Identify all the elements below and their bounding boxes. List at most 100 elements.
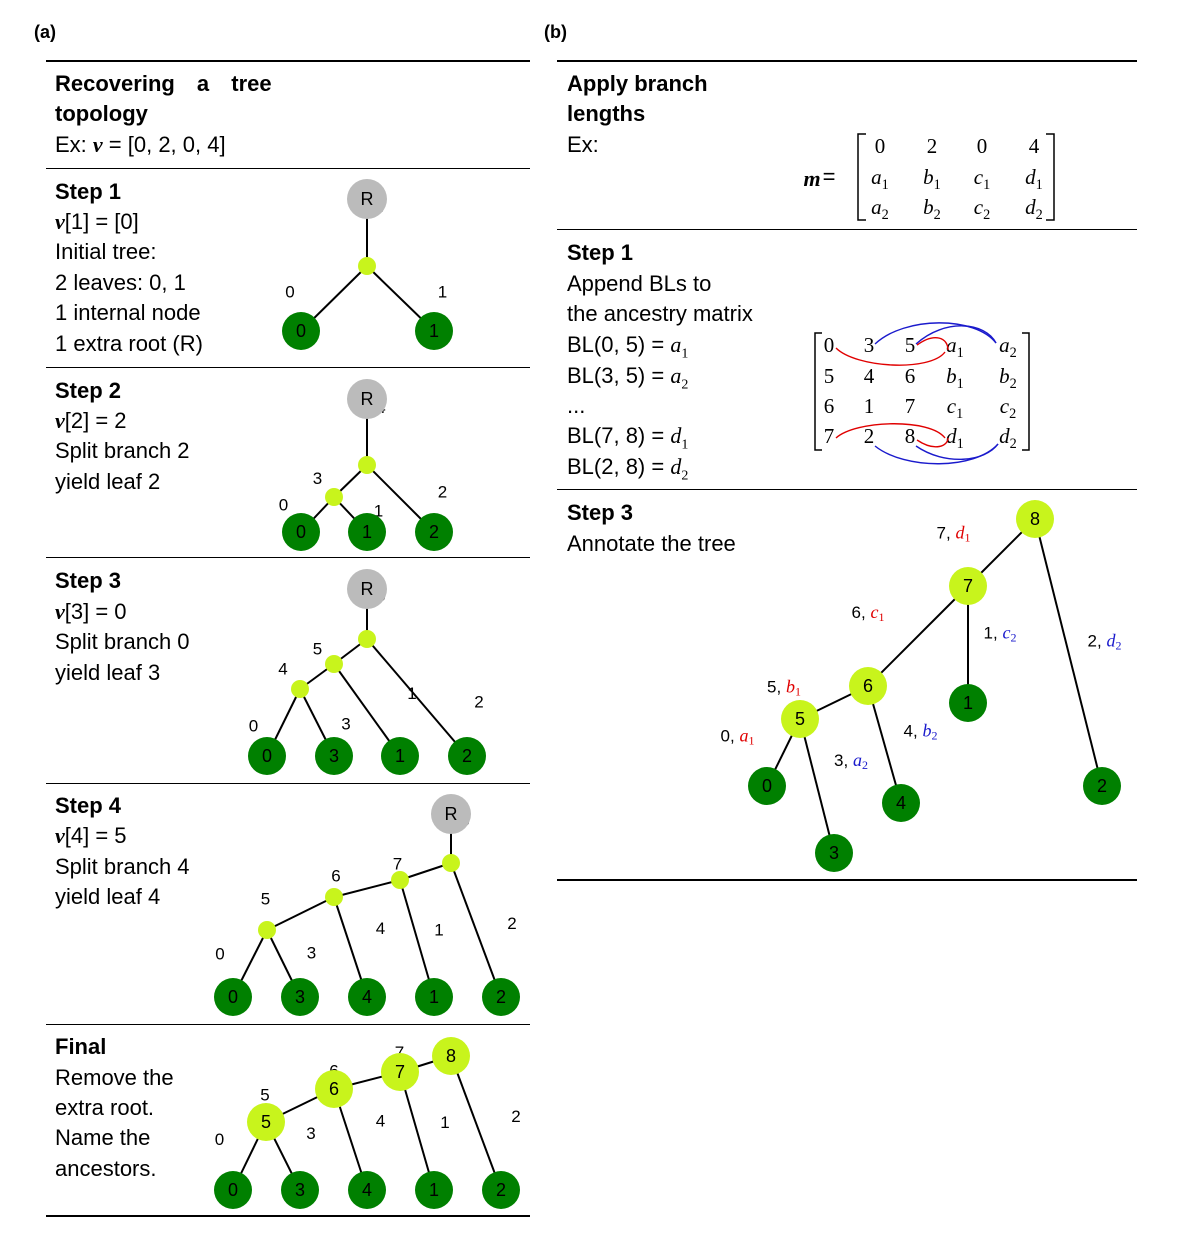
step1-condition: v[1] = [0]	[55, 207, 139, 237]
matrix-m-var: m	[803, 166, 820, 191]
final-line: Name the	[55, 1125, 151, 1150]
matrix-m-entry: c2	[974, 195, 990, 223]
step4-condition: v[4] = 5	[55, 821, 127, 851]
edge-label: 4	[376, 919, 385, 938]
tree-step2: 43201R012	[279, 379, 453, 551]
edge-label: 3, a2	[834, 750, 868, 772]
node-label: 0	[296, 522, 306, 542]
node-label: R	[361, 389, 374, 409]
tree-step4: 872615403R03412	[214, 794, 520, 1016]
internal-node	[325, 488, 343, 506]
step3-line: yield leaf 3	[55, 660, 161, 685]
b-step1-line: Append BLs to	[567, 271, 712, 296]
step1-line: 1 extra root (R)	[55, 331, 203, 356]
final-line: ancestors.	[55, 1156, 157, 1181]
edge-label: 2	[474, 693, 483, 712]
node-label: 0	[228, 1180, 238, 1200]
internal-node	[258, 921, 276, 939]
panel-b-title-line1: Apply branch	[567, 71, 708, 96]
edge-label: 3	[313, 469, 322, 488]
node-label: 1	[362, 522, 372, 542]
edge-label: 6	[331, 867, 340, 886]
tree-step3: 6524103R0312	[248, 569, 486, 775]
leaf-node	[348, 513, 386, 551]
tree-edge	[366, 638, 468, 757]
tree-edge	[450, 862, 502, 998]
edge-label: 0	[285, 283, 294, 302]
node-label: 3	[295, 1180, 305, 1200]
edge-label: 4, b2	[904, 721, 938, 743]
edge-label: 2	[511, 1107, 520, 1126]
edge-label: 4	[376, 1112, 385, 1131]
b-step3-title: Step 3	[567, 500, 634, 525]
step1-var: v	[55, 209, 65, 234]
b-step3-line: Annotate the tree	[567, 531, 736, 556]
panel-a-rule-4	[46, 783, 530, 784]
red-arc	[916, 337, 949, 351]
ancestry-entry: d2	[999, 424, 1017, 452]
node-label: R	[361, 579, 374, 599]
edge-label: 7	[393, 855, 402, 874]
panel-a-label: (a)	[34, 22, 56, 42]
node-label: 2	[462, 746, 472, 766]
panel-a-rule-5	[46, 1024, 530, 1025]
leaf-node	[281, 978, 319, 1016]
panel-a-title-line2: topology	[55, 101, 148, 126]
matrix-m-entry: a1	[871, 165, 889, 193]
final-line: Remove the	[55, 1065, 174, 1090]
step3-cond: [3] = 0	[64, 599, 127, 624]
example-var: v	[92, 132, 103, 157]
tree-annotated: 7, d12, d26, c11, c25, b14, b20, a13, a2…	[721, 500, 1121, 872]
tree-final: 72615403876503412	[214, 1037, 521, 1209]
bl-value: d2	[670, 454, 689, 484]
ancestry-entry: 2	[864, 424, 875, 448]
example-value: = [0, 2, 0, 4]	[102, 132, 226, 157]
step4-title: Step 4	[55, 793, 122, 818]
ancestry-entry: a2	[999, 333, 1017, 361]
panel-a-bottom-rule	[46, 1215, 530, 1217]
leaf-node	[482, 1171, 520, 1209]
red-arc	[916, 437, 949, 448]
red-arc	[835, 347, 946, 366]
node-label: 0	[262, 746, 272, 766]
ancestry-entry: 6	[824, 394, 835, 418]
matrix-bracket-right	[1046, 133, 1055, 221]
leaf-node	[315, 737, 353, 775]
edge-label: 2	[438, 483, 447, 502]
edge-label: 2	[507, 914, 516, 933]
node-label: 2	[1097, 776, 1107, 796]
matrix-m-entry: d2	[1025, 195, 1043, 223]
panel-b-top-rule	[557, 60, 1137, 62]
ancestry-entry: 7	[905, 394, 916, 418]
step3-condition: v[3] = 0	[55, 597, 127, 627]
node-label: 5	[261, 1112, 271, 1132]
ancestry-entry: 7	[824, 424, 835, 448]
panel-a-rule-1	[46, 168, 530, 169]
step2-condition: v[2] = 2	[55, 406, 127, 436]
edge-label: 0, a1	[721, 726, 755, 748]
ancestry-entry: b1	[946, 364, 964, 392]
edge-label: 5, b1	[767, 677, 801, 699]
matrix-bracket-left	[857, 133, 866, 221]
edge-label: 3	[306, 1124, 315, 1143]
internal-node	[358, 456, 376, 474]
internal-node	[315, 1070, 353, 1108]
node-label: R	[361, 189, 374, 209]
ancestry-entry: 3	[864, 333, 875, 357]
edge-label: 7	[395, 1043, 404, 1062]
node-label: 1	[429, 987, 439, 1007]
step4-line: yield leaf 4	[55, 884, 161, 909]
panel-a-rule-3	[46, 557, 530, 558]
edge-label: 0	[215, 945, 224, 964]
step2-var: v	[55, 408, 65, 433]
node-label: 7	[395, 1062, 405, 1082]
step1-line: 2 leaves: 0, 1	[55, 270, 186, 295]
panel-b-example: Ex:	[567, 132, 599, 157]
step2-cond: [2] = 2	[64, 408, 127, 433]
leaf-node	[882, 784, 920, 822]
panel-a-title-line1: Recovering a tree	[55, 71, 272, 96]
node-label: 7	[963, 576, 973, 596]
step3-line: Split branch 0	[55, 629, 190, 654]
ancestry-entry: 8	[905, 424, 916, 448]
